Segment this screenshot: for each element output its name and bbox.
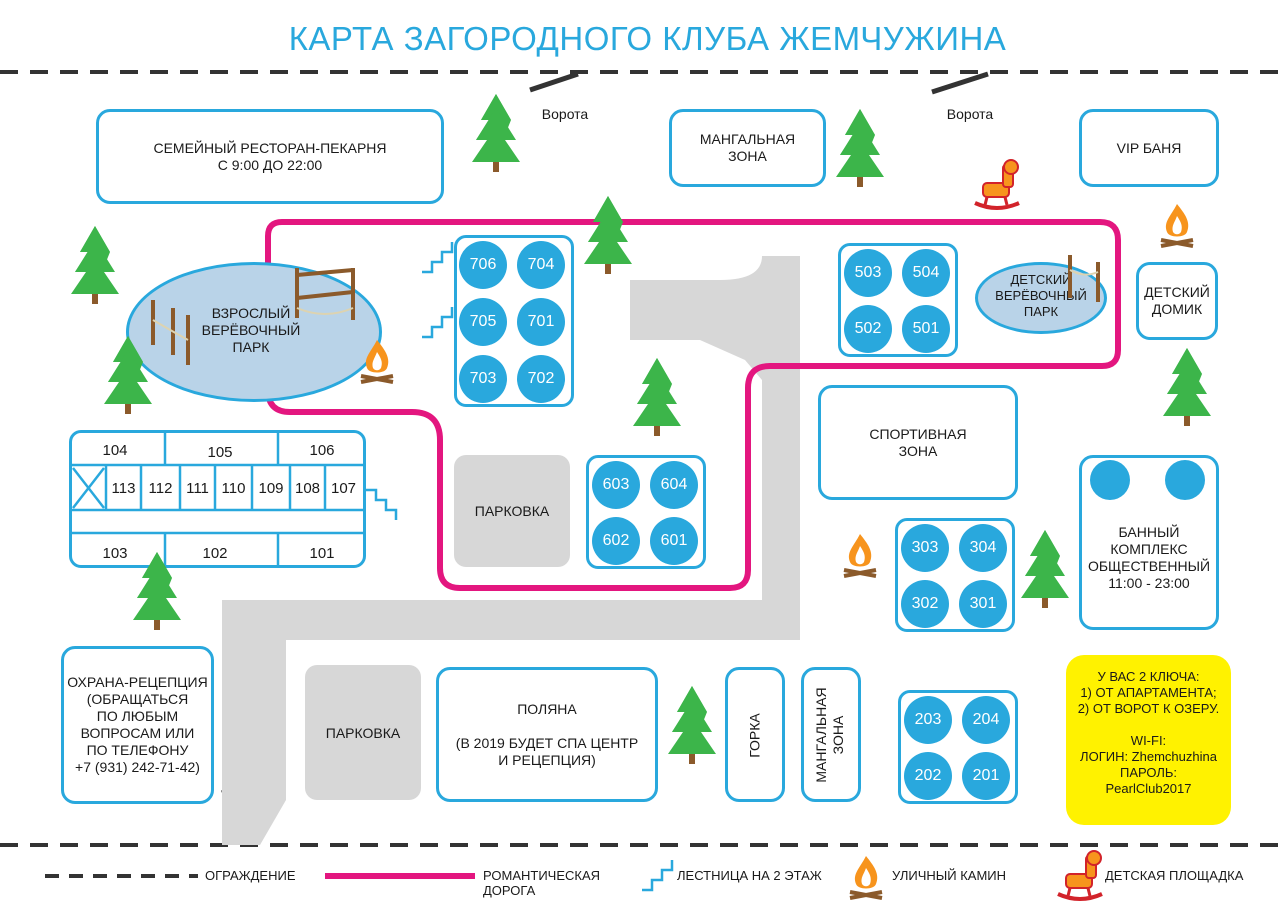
kids-house-label: ДЕТСКИЙ ДОМИК	[1144, 284, 1210, 317]
rope-frame-icon	[151, 255, 1100, 365]
playground-horse-icon	[973, 158, 1021, 210]
legend-fireplace-icon	[848, 854, 884, 900]
cottage-201[interactable]: 201	[962, 752, 1010, 800]
cottage-502[interactable]: 502	[844, 305, 892, 353]
legend-fireplace-label: УЛИЧНЫЙ КАМИН	[892, 868, 1007, 883]
bbq-zone-bottom	[801, 667, 861, 802]
security-reception-label: ОХРАНА-РЕЦЕПЦИЯ (ОБРАЩАТЬСЯ ПО ЛЮБЫМ ВОП…	[67, 674, 208, 775]
bbq-zone-top-label: МАНГАЛЬНАЯ ЗОНА	[699, 131, 796, 164]
stairs-3	[366, 488, 398, 520]
vip-banya: VIP БАНЯ	[1079, 109, 1219, 187]
legend-playground-label: ДЕТСКАЯ ПЛОЩАДКА	[1105, 868, 1244, 883]
fireplace-icon	[842, 532, 878, 578]
parking-2: ПАРКОВКА	[305, 665, 421, 800]
legend-stairs-icon	[642, 860, 674, 892]
bbq-zone-top: МАНГАЛЬНАЯ ЗОНА	[669, 109, 826, 187]
polyana: ПОЛЯНА (В 2019 БУДЕТ СПА ЦЕНТР И РЕЦЕПЦИ…	[436, 667, 658, 802]
room-102: 102	[202, 545, 228, 562]
romantic-road	[265, 219, 1121, 591]
cottage-301[interactable]: 301	[959, 580, 1007, 628]
sport-zone: СПОРТИВНАЯ ЗОНА	[818, 385, 1018, 500]
kids-rope-park-label: ДЕТСКИЙ ВЕРЁВОЧНЫЙ ПАРК	[995, 272, 1087, 319]
cottage-304[interactable]: 304	[959, 524, 1007, 572]
cottage-204[interactable]: 204	[962, 696, 1010, 744]
polyana-label: ПОЛЯНА (В 2019 БУДЕТ СПА ЦЕНТР И РЕЦЕПЦИ…	[455, 700, 639, 768]
stairs-2	[422, 307, 454, 339]
legend-playground-icon	[1056, 849, 1104, 901]
gate-right-bar	[931, 71, 989, 95]
legend-stairs-label: ЛЕСТНИЦА НА 2 ЭТАЖ	[677, 868, 822, 883]
pool-circle-right	[1165, 460, 1205, 500]
gate-left-bar	[529, 71, 579, 93]
fireplace-icon	[1159, 202, 1195, 248]
cottage-705[interactable]: 705	[459, 298, 507, 346]
cottage-503[interactable]: 503	[844, 249, 892, 297]
room-101: 101	[309, 545, 335, 562]
adult-rope-park-label: ВЗРОСЛЫЙ ВЕРЁВОЧНЫЙ ПАРК	[201, 305, 301, 355]
cottage-604[interactable]: 604	[650, 461, 698, 509]
room-109: 109	[258, 480, 284, 497]
cottage-702[interactable]: 702	[517, 355, 565, 403]
room-107: 107	[330, 480, 357, 497]
room-108: 108	[294, 480, 321, 497]
cottage-704[interactable]: 704	[517, 241, 565, 289]
cottage-706[interactable]: 706	[459, 241, 507, 289]
info-keys-wifi: У ВАС 2 КЛЮЧА: 1) ОТ АПАРТАМЕНТА; 2) ОТ …	[1066, 655, 1231, 825]
cottage-302[interactable]: 302	[901, 580, 949, 628]
room-110: 110	[221, 480, 246, 497]
gorka	[725, 667, 785, 802]
cottage-303[interactable]: 303	[901, 524, 949, 572]
gate-label-right: Ворота	[946, 106, 994, 122]
cottage-504[interactable]: 504	[902, 249, 950, 297]
legend-fence-label: ОГРАЖДЕНИЕ	[205, 868, 296, 883]
cottage-603[interactable]: 603	[592, 461, 640, 509]
cottage-602[interactable]: 602	[592, 517, 640, 565]
pool-circle-left	[1090, 460, 1130, 500]
restaurant-label: СЕМЕЙНЫЙ РЕСТОРАН-ПЕКАРНЯ С 9:00 ДО 22:0…	[153, 139, 387, 173]
room-111: 111	[186, 480, 209, 497]
cottage-203[interactable]: 203	[904, 696, 952, 744]
sport-zone-label: СПОРТИВНАЯ ЗОНА	[869, 425, 967, 459]
cottage-701[interactable]: 701	[517, 298, 565, 346]
room-103: 103	[102, 545, 128, 562]
room-106: 106	[309, 442, 335, 459]
cottage-501[interactable]: 501	[902, 305, 950, 353]
room-104: 104	[102, 442, 128, 459]
gate-label-left: Ворота	[541, 106, 589, 122]
security-reception: ОХРАНА-РЕЦЕПЦИЯ (ОБРАЩАТЬСЯ ПО ЛЮБЫМ ВОП…	[61, 646, 214, 804]
road-main	[222, 256, 800, 845]
cottage-703[interactable]: 703	[459, 355, 507, 403]
stairs-1	[422, 242, 454, 274]
map-title: КАРТА ЗАГОРОДНОГО КЛУБА ЖЕМЧУЖИНА	[288, 20, 1007, 57]
room-112: 112	[148, 480, 173, 497]
legend-romantic-label: РОМАНТИЧЕСКАЯ ДОРОГА	[483, 868, 601, 898]
room-113: 113	[111, 480, 136, 497]
cottage-601[interactable]: 601	[650, 517, 698, 565]
room-105: 105	[207, 444, 233, 461]
fireplace-icon	[359, 338, 395, 384]
block-100	[69, 430, 366, 568]
vip-banya-label: VIP БАНЯ	[1116, 139, 1182, 156]
kids-house: ДЕТСКИЙ ДОМИК	[1136, 262, 1218, 340]
adult-rope-park	[126, 262, 382, 402]
cottage-202[interactable]: 202	[904, 752, 952, 800]
restaurant-building: СЕМЕЙНЫЙ РЕСТОРАН-ПЕКАРНЯ С 9:00 ДО 22:0…	[96, 109, 444, 204]
banya-complex-label: БАННЫЙ КОМПЛЕКС ОБЩЕСТВЕННЫЙ 11:00 - 23:…	[1087, 524, 1211, 591]
parking-1: ПАРКОВКА	[454, 455, 570, 567]
